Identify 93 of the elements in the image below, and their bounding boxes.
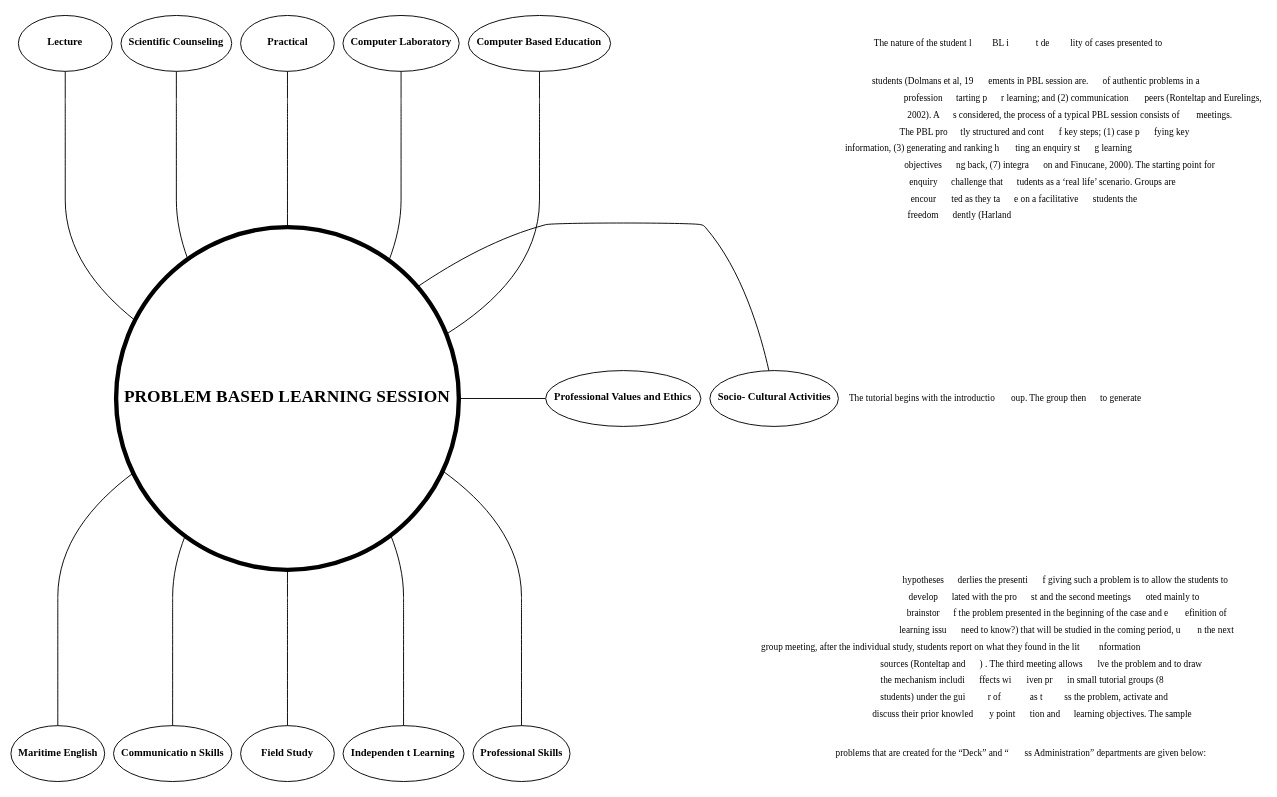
- connector: [287, 70, 288, 228]
- label: lve the problem and to draw: [1097, 658, 1203, 669]
- label: as t: [1029, 692, 1043, 703]
- label: tly structured and cont: [960, 126, 1044, 137]
- label: fying key: [1154, 126, 1190, 137]
- label: of authentic problems in a: [1102, 76, 1200, 87]
- connector: [445, 70, 540, 335]
- label: f giving such a problem is to allow the students to: [1042, 574, 1229, 585]
- node-ellipse: Computer Laboratory: [342, 15, 460, 72]
- label: iven pr: [1026, 675, 1053, 686]
- label: challenge that: [951, 176, 1003, 187]
- node-ellipse: Practical: [240, 15, 335, 72]
- label: tion and: [1029, 708, 1061, 719]
- label: ements in PBL session are.: [988, 76, 1089, 87]
- connector: [442, 470, 522, 727]
- connector: [175, 70, 189, 260]
- label: sources (Ronteltap and: [880, 658, 966, 669]
- label: profession: [903, 93, 943, 104]
- node-ellipse: Computer Based Education: [467, 15, 612, 72]
- node-ellipse: Professional Skills: [472, 725, 571, 782]
- label: students (Dolmans et al, 19: [871, 76, 974, 87]
- label: y point: [989, 708, 1016, 719]
- label: on and Finucane, 2000). The starting point for: [1043, 160, 1215, 171]
- node-ellipse: Maritime English: [10, 725, 106, 782]
- label: objectives: [904, 160, 942, 171]
- label: f the problem presented in the beginning of the case and e: [953, 608, 1169, 619]
- label: 2002). A: [907, 109, 940, 120]
- label: to generate: [1100, 392, 1142, 403]
- label: in small tutorial groups (8: [1067, 675, 1164, 686]
- label: ffects wi: [979, 675, 1012, 686]
- node-ellipse: Professional Values and Ethics: [545, 370, 702, 427]
- label: group meeting, after the individual study, students report on what they found in the lit: [761, 641, 1080, 652]
- label: oted mainly to: [1145, 591, 1200, 602]
- node-ellipse: Scientific Counseling: [120, 15, 233, 72]
- node-ellipse: Field Study: [240, 725, 335, 782]
- connector: [388, 70, 402, 261]
- label: ss the problem, activate and: [1064, 692, 1168, 703]
- label: r learning; and (2) communication: [1001, 93, 1129, 104]
- label: g learning: [1094, 143, 1132, 154]
- label: information, (3) generating and ranking h: [844, 143, 1000, 154]
- label: students the: [1092, 193, 1138, 204]
- connector: [416, 222, 770, 372]
- label: brainstor: [906, 608, 940, 619]
- label: t de: [1035, 37, 1050, 48]
- label: learning objectives. The sample: [1073, 708, 1192, 719]
- node-ellipse: Independen t Learning: [342, 725, 465, 782]
- label: dently (Harland: [952, 210, 1012, 221]
- label: ss Administration” departments are given below:: [1024, 747, 1207, 758]
- label: r of: [987, 692, 1001, 703]
- label: students) under the gui: [880, 692, 966, 703]
- label: e on a facilitative: [1014, 193, 1079, 204]
- label: lity of cases presented to: [1070, 37, 1163, 48]
- label: tarting p: [956, 93, 988, 104]
- label: s considered, the process of a typical PBL session consists of: [952, 109, 1180, 120]
- label: problems that are created for the “Deck” and “: [835, 747, 1009, 758]
- connector: [64, 70, 136, 321]
- connector: [390, 534, 404, 727]
- label: The tutorial begins with the introductio: [848, 392, 995, 403]
- label: develop: [908, 591, 938, 602]
- label: ng back, (7) integra: [956, 160, 1029, 171]
- label: f key steps; (1) case p: [1058, 126, 1140, 137]
- label: encour: [910, 193, 936, 204]
- label: ) . The third meeting allows: [979, 658, 1083, 669]
- node-ellipse: Socio- Cultural Activities: [709, 370, 839, 427]
- label: lated with the pro: [951, 591, 1017, 602]
- node-ellipse: Communicatio n Skills: [113, 725, 233, 782]
- label: derlies the presenti: [957, 574, 1028, 585]
- label: meetings.: [1196, 109, 1233, 120]
- label: the mechanism includi: [880, 675, 965, 686]
- label: tudents as a ‘real life’ scenario. Groups are: [1016, 176, 1176, 187]
- label: peers (Ronteltap and Eurelings,: [1144, 93, 1262, 104]
- label: The nature of the student l: [873, 37, 972, 48]
- label: The PBL pro: [899, 126, 948, 137]
- label: discuss their prior knowled: [872, 708, 974, 719]
- label: n the next: [1197, 625, 1234, 636]
- node-circle: PROBLEM BASED LEARNING SESSION: [113, 224, 461, 573]
- label: ted as they ta: [951, 193, 1001, 204]
- connector: [458, 398, 546, 399]
- connector: [287, 569, 288, 727]
- connector: [57, 472, 134, 727]
- label: hypotheses: [902, 574, 944, 585]
- label: st and the second meetings: [1031, 591, 1131, 602]
- label: nformation: [1099, 641, 1141, 652]
- node-ellipse: Lecture: [17, 15, 113, 72]
- label: learning issu: [899, 625, 947, 636]
- label: ting an enquiry st: [1015, 143, 1081, 154]
- connector: [172, 535, 186, 727]
- label: need to know?) that will be studied in the coming period, u: [960, 625, 1181, 636]
- label: efinition of: [1185, 608, 1227, 619]
- label: oup. The group then: [1010, 392, 1087, 403]
- label: BL i: [992, 37, 1009, 48]
- label: enquiry: [909, 176, 938, 187]
- label: freedom: [907, 210, 939, 221]
